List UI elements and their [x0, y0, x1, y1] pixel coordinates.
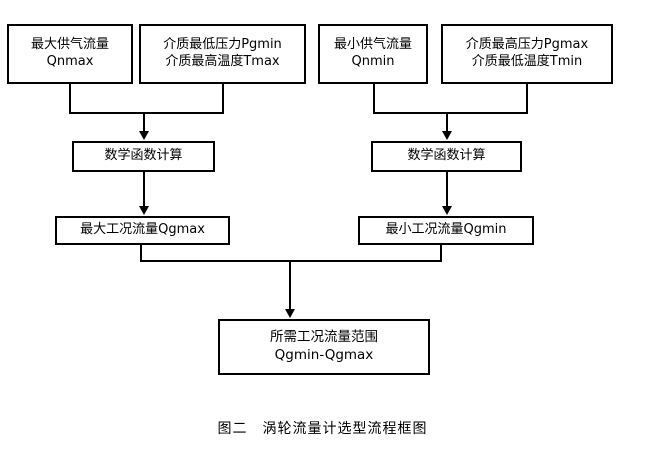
node-min-pressure-max-temp-line2: 介质最高温度Tmax — [165, 54, 280, 69]
connector-max-pressure-min-temp-drop — [526, 84, 528, 114]
figure-caption: 图二 涡轮流量计选型流程框图 — [217, 421, 428, 437]
node-required-flow-range: 所需工况流量范围 Qgmin-Qgmax — [218, 319, 430, 375]
node-required-flow-range-line2: Qgmin-Qgmax — [274, 347, 374, 363]
node-min-working-flow: 最小工况流量Qgmin — [358, 216, 534, 245]
connector-max-working-flow-drop — [140, 245, 142, 262]
connector-math-calc-left-to-max-flow — [143, 172, 145, 207]
node-max-supply-flow-line2: Qnmax — [46, 54, 94, 69]
node-min-pressure-max-temp-line1: 介质最低压力Pgmin — [163, 37, 282, 53]
connector-max-supply-flow-drop — [69, 84, 71, 114]
node-max-supply-flow: 最大供气流量 Qnmax — [7, 24, 133, 84]
arrow-head-to-math-calc-left — [139, 131, 149, 140]
node-min-supply-flow-line2: Qnmin — [351, 54, 395, 69]
node-max-working-flow: 最大工况流量Qgmax — [55, 216, 230, 245]
node-math-calc-left: 数学函数计算 — [72, 141, 215, 172]
connector-right-merge-stem — [446, 112, 448, 132]
node-min-working-flow-line1: 最小工况流量Qgmin — [385, 222, 507, 238]
node-max-working-flow-line1: 最大工况流量Qgmax — [80, 222, 205, 238]
node-math-calc-left-line1: 数学函数计算 — [104, 148, 183, 164]
connector-min-working-flow-drop — [440, 245, 442, 262]
connector-min-supply-flow-drop — [373, 84, 375, 114]
connector-min-pressure-max-temp-drop — [222, 84, 224, 114]
node-min-supply-flow-line1: 最小供气流量 — [333, 37, 412, 53]
connector-right-merge-bar — [373, 112, 528, 114]
connector-bottom-merge-stem — [289, 260, 291, 310]
node-math-calc-right: 数学函数计算 — [371, 141, 522, 172]
arrow-head-to-max-working-flow — [139, 206, 149, 215]
arrow-head-to-required-flow-range — [285, 309, 295, 318]
arrow-head-to-min-working-flow — [442, 206, 452, 215]
node-max-supply-flow-line1: 最大供气流量 — [30, 37, 109, 53]
connector-left-merge-bar — [69, 112, 224, 114]
node-math-calc-right-line1: 数学函数计算 — [407, 148, 486, 164]
arrow-head-to-math-calc-right — [442, 131, 452, 140]
connector-bottom-merge-bar — [140, 260, 442, 262]
node-required-flow-range-line1: 所需工况流量范围 — [270, 329, 378, 346]
node-min-supply-flow: 最小供气流量 Qnmin — [318, 24, 428, 84]
connector-left-merge-stem — [143, 112, 145, 132]
node-max-pressure-min-temp-line1: 介质最高压力Pgmax — [465, 37, 589, 53]
connector-math-calc-right-to-min-flow — [446, 172, 448, 207]
node-max-pressure-min-temp: 介质最高压力Pgmax 介质最低温度Tmin — [441, 24, 613, 84]
node-max-pressure-min-temp-line2: 介质最低温度Tmin — [471, 54, 583, 69]
node-min-pressure-max-temp: 介质最低压力Pgmin 介质最高温度Tmax — [139, 24, 306, 84]
